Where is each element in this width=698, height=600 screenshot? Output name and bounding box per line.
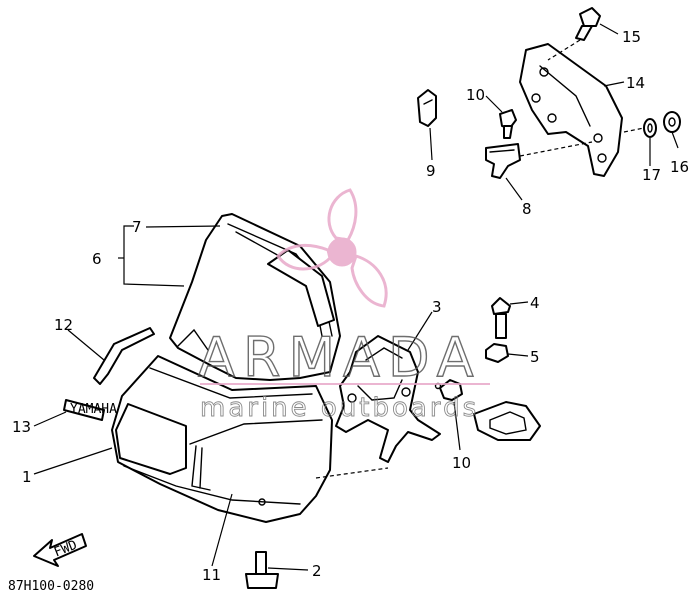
bracket-frame-part xyxy=(335,335,441,463)
front-cowling-part xyxy=(111,355,333,523)
bolt-4-part xyxy=(491,297,511,339)
watermark: ARMADA marine outboards xyxy=(197,188,490,423)
callout-4: 4 xyxy=(530,294,540,312)
callout-12: 12 xyxy=(54,316,73,334)
callout-17: 17 xyxy=(642,166,661,184)
callout-16: 16 xyxy=(670,158,689,176)
washer-17-part xyxy=(643,118,657,138)
callout-9: 9 xyxy=(426,162,436,180)
callout-3: 3 xyxy=(432,298,442,316)
mounting-plate-14-part xyxy=(519,43,623,177)
watermark-tagline: marine outboards xyxy=(200,393,479,423)
bolt-15-part xyxy=(575,7,601,41)
holder-8-part xyxy=(485,143,521,179)
callout-6: 6 xyxy=(92,250,102,268)
emblem-part: YAMAHA xyxy=(63,399,117,421)
callout-14: 14 xyxy=(626,74,645,92)
bolt-2-part xyxy=(245,551,279,589)
callout-7: 7 xyxy=(132,218,142,236)
screw-10-upper-part xyxy=(499,109,517,139)
leader-lines xyxy=(33,23,679,571)
emblem-text: YAMAHA xyxy=(70,402,117,417)
gasket-plate-part xyxy=(473,401,541,441)
callout-2: 2 xyxy=(312,562,322,580)
decal-strip-part xyxy=(93,327,155,385)
propeller-logo-icon xyxy=(276,188,388,308)
nut-16-part xyxy=(663,111,681,133)
nut-5-part xyxy=(485,343,509,363)
callout-8: 8 xyxy=(522,200,532,218)
callout-1: 1 xyxy=(22,468,32,486)
diagram-code: 87H100-0280 xyxy=(8,579,94,594)
watermark-brand: ARMADA xyxy=(198,326,482,389)
callout-15: 15 xyxy=(622,28,641,46)
callout-labels: 7 6 12 13 1 11 2 3 4 5 10 15 14 17 16 10… xyxy=(12,28,689,584)
callout-10-upper: 10 xyxy=(466,86,485,104)
callout-11: 11 xyxy=(202,566,221,584)
callout-5: 5 xyxy=(530,348,540,366)
callout-13: 13 xyxy=(12,418,31,436)
forward-arrow-icon: FWD xyxy=(33,533,87,567)
callout-10-lower: 10 xyxy=(452,454,471,472)
clip-9-part xyxy=(417,89,437,127)
